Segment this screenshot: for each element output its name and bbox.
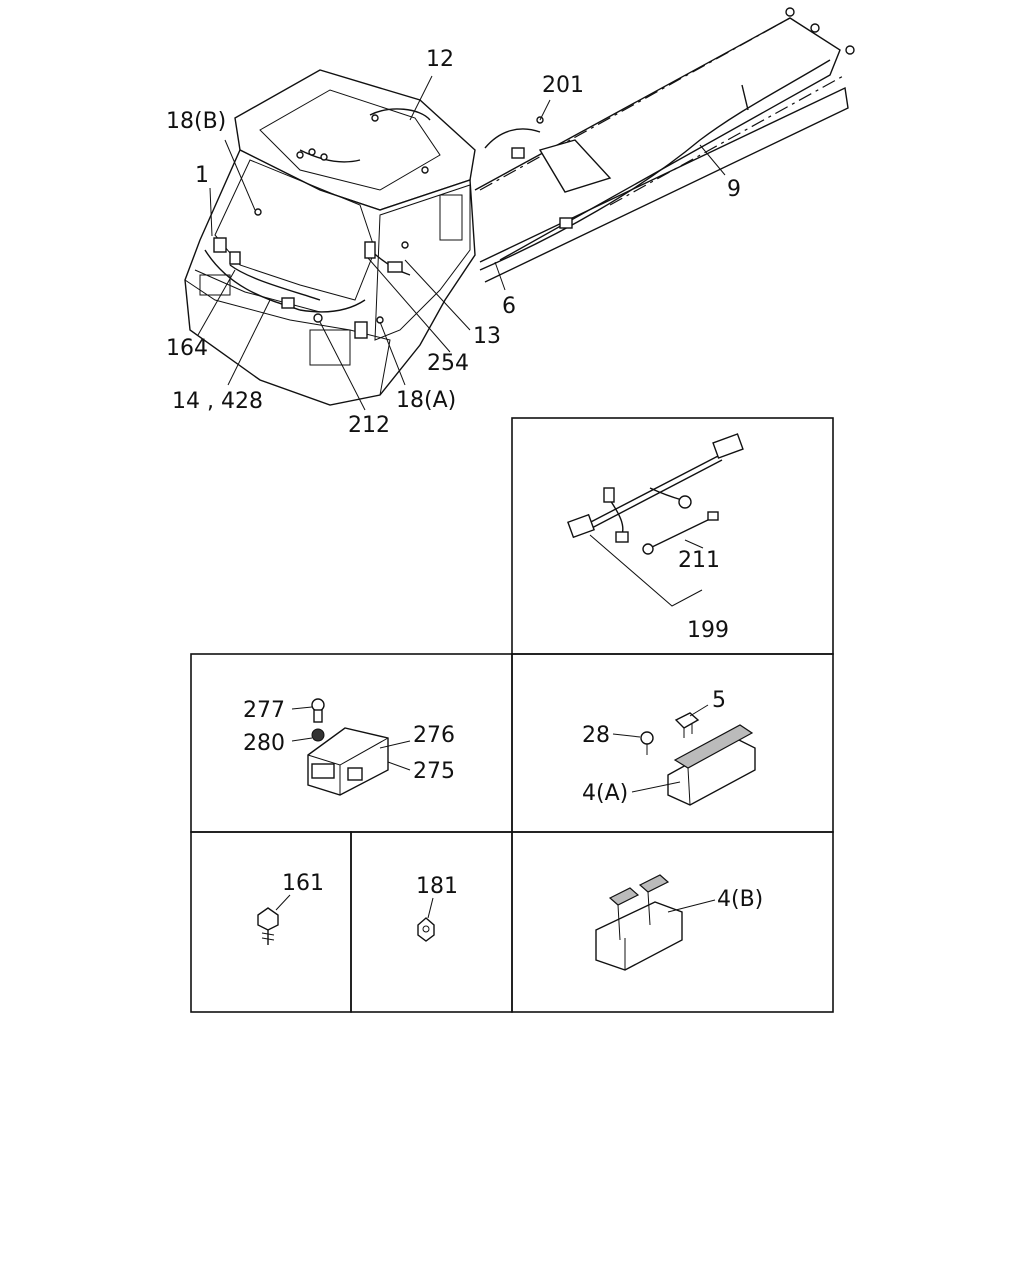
label-13: 13 (473, 324, 501, 349)
label-12: 12 (426, 47, 454, 72)
label-211: 211 (678, 548, 720, 573)
label-275: 275 (413, 759, 455, 784)
fuse-block-4a-detail (612, 704, 756, 806)
label-199: 199 (687, 618, 729, 643)
label-28: 28 (582, 723, 610, 748)
label-276: 276 (413, 723, 455, 748)
label-18a: 18(A) (396, 388, 456, 413)
label-6: 6 (502, 294, 516, 319)
label-161: 161 (282, 871, 324, 896)
label-1: 1 (195, 163, 209, 188)
label-164: 164 (166, 336, 208, 361)
relay-block-detail (291, 698, 411, 796)
label-18b: 18(B) (166, 109, 226, 134)
label-9: 9 (727, 177, 741, 202)
harness-199-detail (567, 433, 744, 607)
label-277: 277 (243, 698, 285, 723)
label-14-428: 14 , 428 (172, 389, 263, 414)
fuse-block-4b-detail (595, 874, 716, 971)
label-201: 201 (542, 73, 584, 98)
screw-161-detail (257, 894, 291, 945)
label-280: 280 (243, 731, 285, 756)
label-4b: 4(B) (717, 887, 763, 912)
detail-grid (190, 417, 834, 1013)
label-5: 5 (712, 688, 726, 713)
nut-181-detail (417, 897, 435, 942)
label-181: 181 (416, 874, 458, 899)
label-4a: 4(A) (582, 781, 628, 806)
label-254: 254 (427, 351, 469, 376)
label-212: 212 (348, 413, 390, 438)
truck-wiring-assembly (184, 7, 855, 411)
